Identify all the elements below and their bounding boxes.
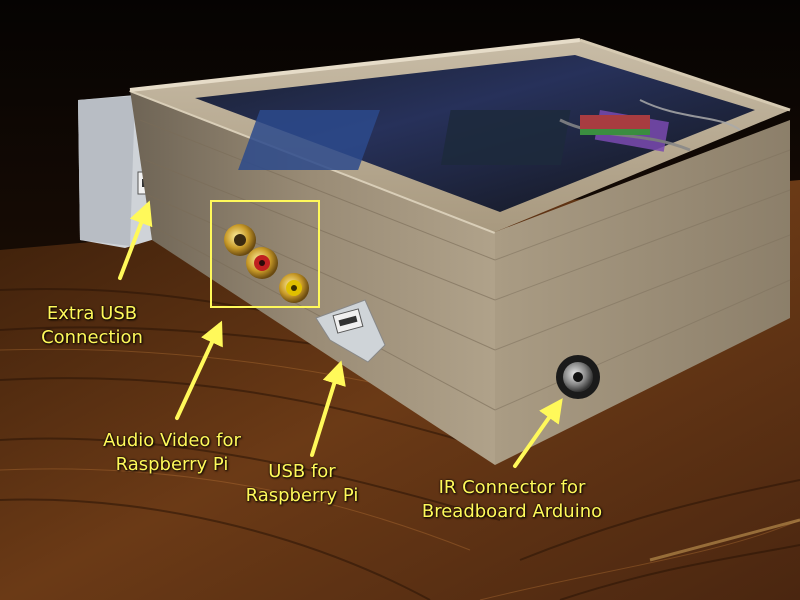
label-ir-connector: IR Connector for Breadboard Arduino [421,477,603,522]
arrow-audio-video [175,320,223,420]
ir-connector [556,355,600,399]
label-audio-video: Audio Video for Raspberry Pi [103,430,241,475]
label-usb-pi: USB for Raspberry Pi [245,461,359,506]
arrow-ir [513,398,563,468]
box-front-side [130,90,495,465]
arrow-extra-usb [118,200,153,280]
usb-port-pi [315,299,386,363]
highlight-box [210,200,320,308]
rca-jacks [224,224,309,303]
label-extra-usb: Extra USB Connection [41,303,143,348]
arrow-usb-pi [310,360,346,457]
